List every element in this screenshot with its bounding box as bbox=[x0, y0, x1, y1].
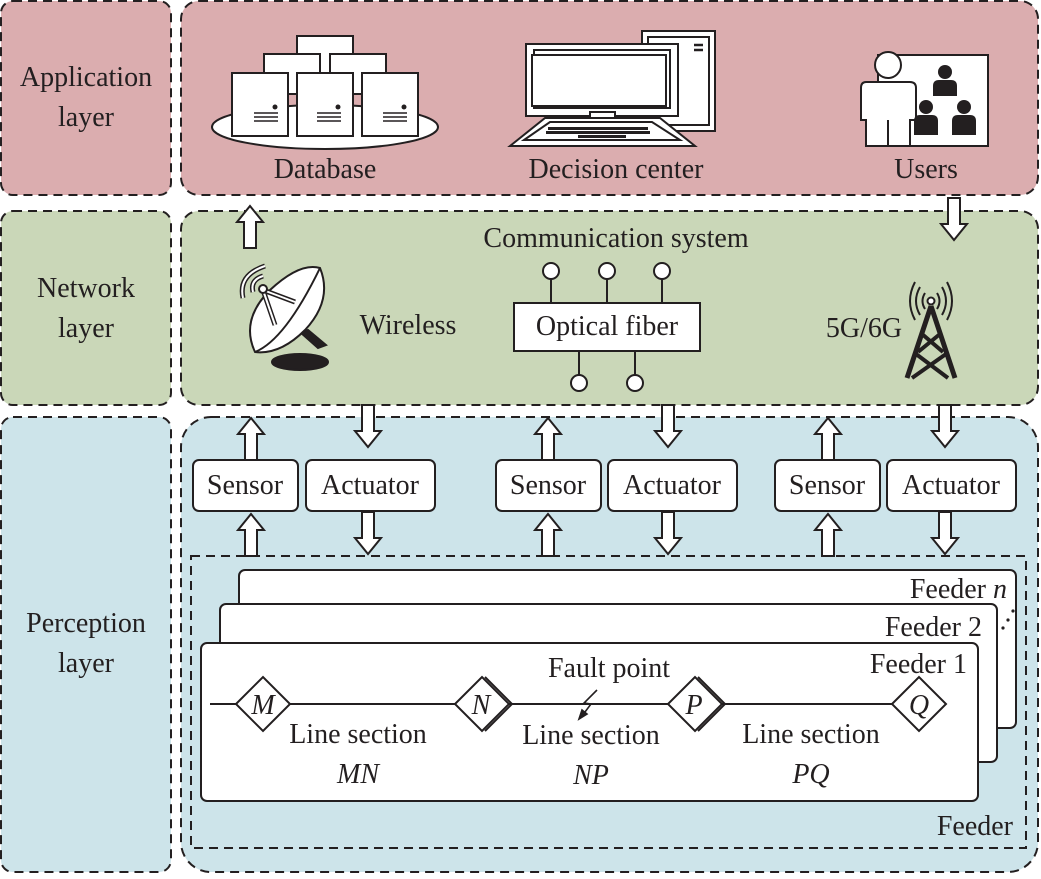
sensor-label-3: Sensor bbox=[789, 470, 866, 501]
feeder-1-card bbox=[200, 642, 979, 802]
perception-layer-label-panel bbox=[0, 416, 172, 873]
feeder-n-label: Feeder n bbox=[910, 574, 1007, 605]
optical-fiber-connectors bbox=[542, 262, 671, 392]
network-layer-label-panel bbox=[0, 210, 172, 406]
application-layer-label-2: layer bbox=[58, 102, 115, 133]
line-section-mn-name: MN bbox=[336, 759, 380, 790]
fault-lightning-icon bbox=[577, 689, 598, 721]
line-section-np-label: Line section bbox=[522, 720, 660, 751]
node-q-label: Q bbox=[909, 690, 929, 721]
feeder-2-label: Feeder 2 bbox=[885, 612, 982, 643]
computer-workstation-icon bbox=[507, 30, 716, 147]
line-section-pq-label: Line section bbox=[742, 719, 880, 750]
sensor-box-2 bbox=[495, 459, 602, 512]
database-label: Database bbox=[274, 154, 377, 185]
sensor-label-2: Sensor bbox=[510, 470, 587, 501]
sensor-box-1 bbox=[192, 459, 299, 512]
perception-layer-label-1: Perception bbox=[26, 608, 146, 639]
line-section-pq-name: PQ bbox=[791, 759, 829, 790]
node-m-label: M bbox=[250, 690, 276, 721]
optical-fiber-label: Optical fiber bbox=[536, 311, 679, 342]
feeder-1-label: Feeder 1 bbox=[870, 649, 967, 680]
communication-system-title: Communication system bbox=[483, 223, 748, 254]
database-servers-icon bbox=[211, 35, 439, 150]
optical-fiber-box bbox=[513, 302, 701, 352]
decision-center-label: Decision center bbox=[529, 154, 705, 185]
users-label: Users bbox=[894, 154, 958, 185]
feeder-1-line bbox=[210, 675, 948, 733]
feeder-group-label: Feeder bbox=[937, 811, 1014, 842]
cell-tower-icon bbox=[904, 281, 958, 380]
actuator-label-1: Actuator bbox=[321, 470, 420, 501]
feeder-group bbox=[190, 555, 1027, 849]
application-layer-label-1: Application bbox=[20, 62, 152, 93]
application-layer-label-panel bbox=[0, 0, 172, 196]
perception-layer-label-2: layer bbox=[58, 648, 115, 679]
node-p-label: P bbox=[684, 690, 702, 721]
device-row: Sensor Actuator Sensor Actuator Sensor A… bbox=[192, 459, 1017, 512]
actuator-label-2: Actuator bbox=[623, 470, 722, 501]
sensor-label-1: Sensor bbox=[207, 470, 284, 501]
network-layer-label-2: layer bbox=[58, 313, 115, 344]
node-n-label: N bbox=[471, 690, 492, 721]
network-layer-label-1: Network bbox=[37, 273, 135, 304]
cellular-label: 5G/6G bbox=[826, 313, 902, 344]
sensor-box-3 bbox=[774, 459, 881, 512]
ellipsis-dots bbox=[1001, 609, 1015, 630]
fault-point-label: Fault point bbox=[548, 653, 670, 684]
wireless-label: Wireless bbox=[360, 310, 457, 341]
users-presentation-icon bbox=[860, 51, 989, 147]
satellite-dish-icon bbox=[239, 263, 329, 371]
line-section-np-name: NP bbox=[572, 760, 609, 791]
line-section-mn-label: Line section bbox=[289, 719, 427, 750]
actuator-label-3: Actuator bbox=[902, 470, 1001, 501]
